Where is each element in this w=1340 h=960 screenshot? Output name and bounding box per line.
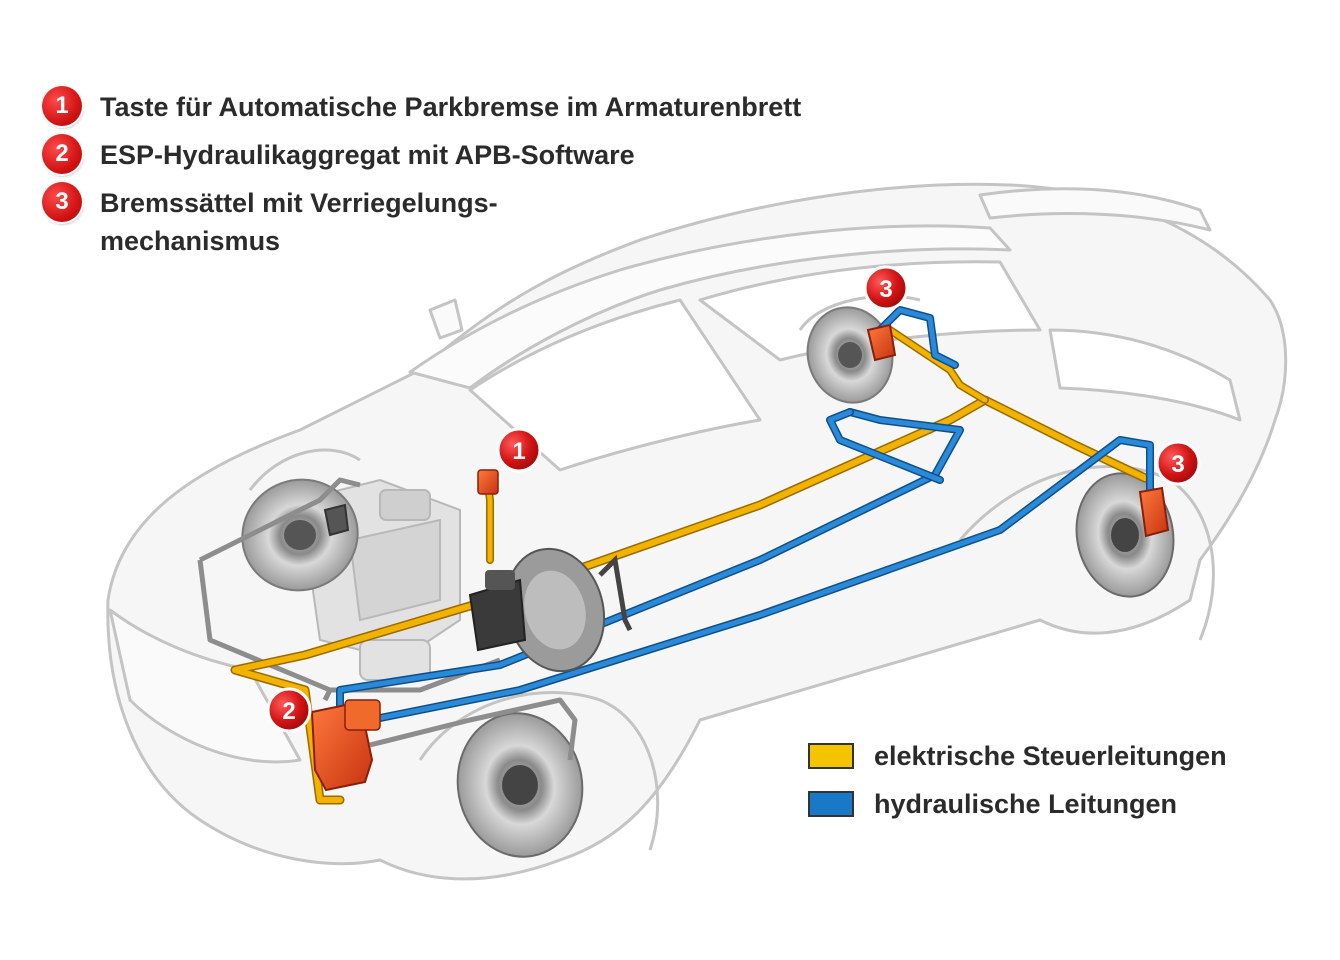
electric-label: elektrische Steuerleitungen — [874, 740, 1227, 771]
marker-3-rear-left: 3 — [863, 265, 909, 311]
engine-block — [298, 478, 461, 681]
component-legend: 1 Taste für Automatische Parkbremse im A… — [42, 86, 942, 270]
caliper-rear-right — [1138, 486, 1170, 538]
brake-booster — [468, 547, 633, 673]
line-key: elektrische Steuerleitungen hydraulische… — [808, 732, 1227, 828]
legend-text-2: ESP-Hydraulikaggregat mit APB-Software — [100, 140, 635, 170]
legend-number-3: 3 — [42, 182, 82, 222]
hydraulic-swatch — [808, 791, 854, 817]
brake-disc-front-left — [241, 478, 359, 592]
caliper-rear-left — [866, 323, 897, 362]
grey-lines — [197, 477, 578, 761]
key-row-electric: elektrische Steuerleitungen — [808, 732, 1227, 780]
key-row-hydraulic: hydraulische Leitungen — [808, 780, 1227, 828]
marker-3a-label: 3 — [879, 276, 892, 303]
caliper-front-left — [323, 503, 350, 537]
marker-3b-label: 3 — [1171, 451, 1184, 478]
marker-2: 2 — [266, 687, 312, 733]
hydraulic-label: hydraulische Leitungen — [874, 788, 1178, 819]
legend-item-1: 1 Taste für Automatische Parkbremse im A… — [42, 86, 942, 126]
electric-swatch — [808, 743, 854, 769]
marker-1-label: 1 — [512, 438, 525, 465]
marker-1: 1 — [496, 427, 542, 473]
marker-3-rear-right: 3 — [1155, 440, 1201, 486]
esp-hydraulic-unit — [310, 699, 381, 792]
hydraulic-lines — [336, 306, 1154, 724]
legend-item-2: 2 ESP-Hydraulikaggregat mit APB-Software — [42, 134, 942, 174]
parking-brake-button — [477, 469, 499, 495]
legend-number-2: 2 — [42, 134, 82, 174]
legend-number-1: 1 — [42, 86, 82, 126]
legend-text-1: Taste für Automatische Parkbremse im Arm… — [100, 92, 802, 122]
legend-text-3: Bremssättel mit Verriegelungs- mechanism… — [100, 188, 498, 256]
marker-2-label: 2 — [282, 698, 295, 725]
legend-item-3: 3 Bremssättel mit Verriegelungs- mechani… — [42, 182, 942, 260]
